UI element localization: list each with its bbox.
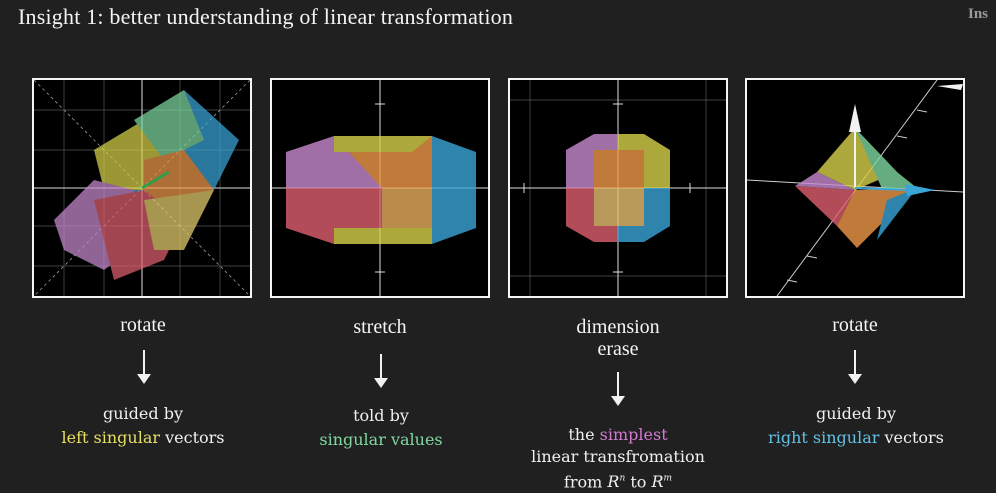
step1-caption-line2: left singular vectors xyxy=(61,428,225,447)
step1-caption-line1: guided by xyxy=(103,404,183,423)
step3-caption-line3: from Rn to Rm xyxy=(563,472,673,492)
step4-caption-line2: right singular vectors xyxy=(768,428,944,447)
step4-caption-line1: guided by xyxy=(816,404,896,423)
step2-caption-line1: told by xyxy=(353,406,409,425)
down-arrow-icon xyxy=(137,350,151,384)
step2-label: stretch xyxy=(353,316,407,338)
next-slide-title-fragment: Ins xyxy=(968,6,989,22)
step3-label-line2: erase xyxy=(597,338,639,360)
down-arrow-icon xyxy=(611,372,625,406)
rotate-left-panel xyxy=(32,78,252,298)
simplest-highlight: simplest xyxy=(599,425,668,444)
step3-caption: the simplest linear transfromation from … xyxy=(503,424,733,493)
step1-caption: guided by left singular vectors xyxy=(28,402,258,450)
step1-label: rotate xyxy=(120,314,166,336)
left-singular-highlight: left singular xyxy=(61,428,161,447)
step4-label: rotate xyxy=(832,314,878,336)
slide-title: Insight 1: better understanding of linea… xyxy=(18,4,514,29)
down-arrow-icon xyxy=(848,350,862,384)
stretched-cube-figure xyxy=(272,80,488,296)
step3-caption-line1: the simplest xyxy=(568,425,668,444)
stretch-panel xyxy=(270,78,490,298)
step3-label-line1: dimension xyxy=(576,316,660,338)
space-rn: Rn xyxy=(607,472,626,492)
rotated-cube-figure xyxy=(34,80,250,296)
space-rm: Rm xyxy=(651,472,673,492)
step3-caption-line2: linear transfromation xyxy=(531,447,705,466)
step3-label: dimension erase xyxy=(508,316,728,360)
rotated-flat-cube-figure xyxy=(747,80,963,296)
right-singular-highlight: right singular xyxy=(768,428,880,447)
singular-values-highlight: singular values xyxy=(319,430,443,449)
erased-cube-figure xyxy=(510,80,726,296)
step4-caption: guided by right singular vectors xyxy=(741,402,971,450)
step2-caption: told by singular values xyxy=(266,404,496,452)
down-arrow-icon xyxy=(374,354,388,388)
rotate-right-panel xyxy=(745,78,965,298)
dimension-erase-panel xyxy=(508,78,728,298)
